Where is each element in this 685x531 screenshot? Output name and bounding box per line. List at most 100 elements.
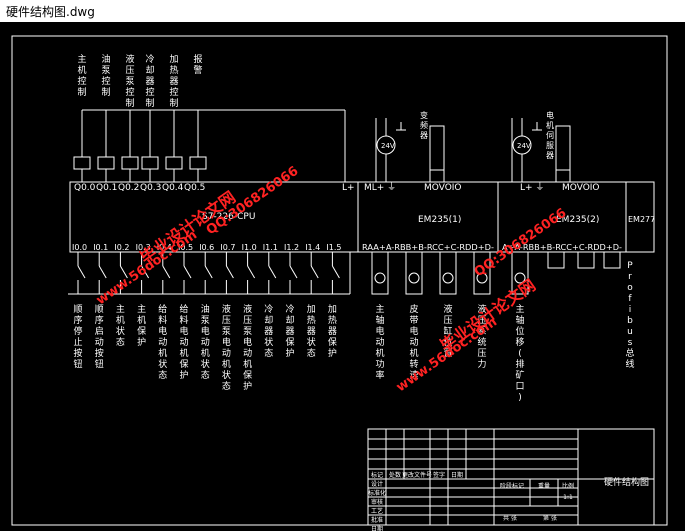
em-label-3-char: 力 <box>477 358 486 370</box>
output-label-1-char: 泵 <box>101 65 110 76</box>
switch-12 <box>331 265 340 279</box>
cpu-input-11: I1.4 <box>305 243 320 252</box>
tb-cell-1: 标准化 <box>368 489 386 497</box>
cpu-input-0: I0.0 <box>72 243 87 252</box>
tb-mid-4: 共 张 <box>503 514 517 522</box>
relay-coil-1 <box>97 156 115 170</box>
tb-header-3: 签字 <box>433 471 445 479</box>
output-label-4-char: 加 <box>169 54 178 65</box>
input-label-8-char: 液 <box>243 303 252 315</box>
input-label-8-char: 机 <box>243 358 252 370</box>
sensor-4 <box>511 251 529 295</box>
input-label-4-char: 态 <box>158 369 167 381</box>
cpu-input-5: I0.5 <box>178 243 193 252</box>
switch-7 <box>225 265 234 279</box>
em-label-1-char: 动 <box>409 337 418 348</box>
em-label-4-char: 位 <box>515 325 524 337</box>
output-label-1-char: 制 <box>101 86 110 98</box>
input-label-8-char: 保 <box>243 369 252 381</box>
input-label-6-char: 泵 <box>201 315 210 326</box>
em-label-4-char: 口 <box>515 382 524 392</box>
tb-cell-3: 工艺 <box>371 507 383 515</box>
tb-header-4: 日期 <box>451 471 463 479</box>
cpu-output-0: Q0.0 <box>74 183 96 193</box>
em-label-0-char: 功 <box>375 359 384 370</box>
sensor-symbol-4 <box>514 272 526 284</box>
output-label-5-char: 警 <box>193 64 202 76</box>
input-label-3-char: 主 <box>137 303 146 315</box>
relay-coil-0 <box>73 156 91 170</box>
input-label-6-char: 动 <box>201 337 210 348</box>
relay-coil-4 <box>165 156 183 170</box>
switch-10 <box>289 265 298 279</box>
output-coils <box>73 110 207 182</box>
input-label-3-char: 保 <box>137 325 146 337</box>
supply-24v-2-label: 24V <box>517 142 531 150</box>
input-labels: 顺序停止按钮顺序启动按钮主机状态主机保护给料电动机状态给料电动机保护油泵电动机状… <box>73 303 336 392</box>
input-label-11-char: 器 <box>307 326 316 337</box>
input-label-4-char: 状 <box>158 358 167 370</box>
output-label-2-char: 压 <box>125 65 134 76</box>
input-label-11-char: 状 <box>307 336 316 348</box>
input-label-7-char: 状 <box>222 369 231 381</box>
window-title: 硬件结构图.dwg <box>6 5 95 19</box>
em-label-4-char: ) <box>518 393 522 403</box>
em-top-label-1-char: 机 <box>546 120 554 130</box>
cpu-input-7: I0.7 <box>220 243 235 252</box>
tb-cell-5: 日期 <box>371 525 383 531</box>
cpu-input-10: I1.2 <box>284 243 299 252</box>
input-label-11-char: 态 <box>307 347 316 359</box>
tb-header-1: 处数 <box>389 471 401 479</box>
cpu-output-1: Q0.1 <box>96 183 117 193</box>
drawing-canvas[interactable]: 主机控制油泵控制液压泵控制冷却器控制加热器控制报警 顺序停止按钮顺序启动按钮主机… <box>0 22 685 531</box>
tb-mid-3: 1:1 <box>563 494 573 501</box>
em-label-4-char: 排 <box>515 358 524 370</box>
output-label-3-char: 却 <box>145 65 154 76</box>
switch-1 <box>98 265 107 279</box>
input-label-7-char: 动 <box>222 348 231 359</box>
profibus-text-char: P <box>627 261 633 271</box>
em-label-3-char: 压 <box>477 315 486 326</box>
em-top-label-1-char: 服 <box>546 141 554 150</box>
tb-mid-0: 阶段标记 <box>500 482 524 490</box>
em-top-label-0-char: 频 <box>420 120 428 130</box>
input-label-4-char: 机 <box>158 347 167 359</box>
cpu-input-3: I0.3 <box>136 243 151 252</box>
em-label-2-char: 压 <box>443 315 452 326</box>
profibus-text-char: i <box>629 305 632 315</box>
input-label-6-char: 机 <box>201 347 210 359</box>
cpu-input-1: I0.1 <box>93 243 108 252</box>
input-switches <box>68 252 351 295</box>
input-label-10-char: 保 <box>285 336 294 348</box>
input-label-3-char: 机 <box>137 314 146 326</box>
em2-terminal-box <box>547 251 565 269</box>
sensor-symbol-1 <box>408 272 420 284</box>
input-label-7-char: 压 <box>222 315 231 326</box>
input-label-5-char: 动 <box>179 337 188 348</box>
em1-movoio: MOVOIO <box>424 183 462 193</box>
profibus-text-char: r <box>628 272 632 282</box>
switch-0 <box>77 265 86 279</box>
em-label-3-char: 液 <box>477 303 486 315</box>
output-label-3-char: 控 <box>145 86 154 98</box>
input-label-7-char: 泵 <box>222 326 231 337</box>
input-label-6-char: 态 <box>201 369 210 381</box>
input-label-2-char: 状 <box>116 325 125 337</box>
input-label-1-char: 顺 <box>95 304 104 315</box>
em1-top-label: ML+ ⏚ <box>364 182 396 193</box>
em-label-0-char: 轴 <box>375 314 384 326</box>
input-label-10-char: 却 <box>285 315 294 326</box>
input-label-6-char: 油 <box>201 303 210 315</box>
supply-24v-1-label: 24V <box>381 142 395 150</box>
watermark-2: www.56doc.com <box>94 228 200 309</box>
